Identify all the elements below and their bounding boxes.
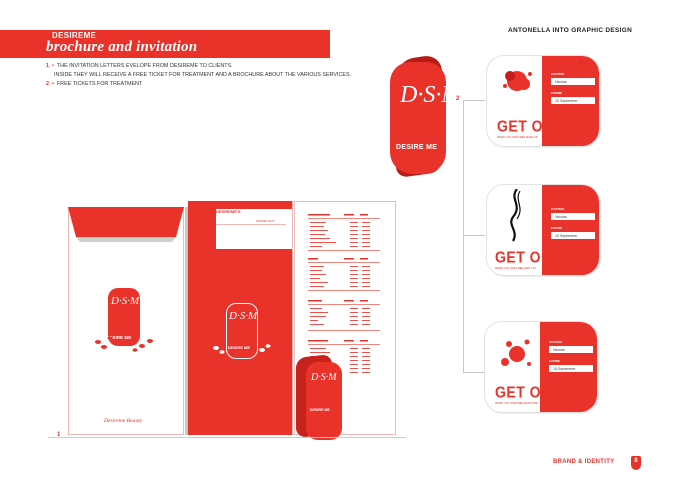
brochure-shadow [185,207,188,435]
card-field-value: Nicolas [551,213,595,220]
section-label: DESIREME [52,31,97,40]
hair-swirl-icon [510,189,521,242]
card-field-label: CUSTOM [551,207,564,211]
envelope-lips-icon [95,336,153,352]
card-field-value: 15 September [551,232,595,239]
list-item: 2•FREE TICKETS FOR TREATMENT [46,81,143,88]
envelope-brand: DESIRE ME [106,335,132,340]
logo-card-brand: DESIRE ME [396,144,438,151]
description-list: 1•THE INVITATION LETTERS EVELOPE FROM DE… [46,62,351,90]
invitation-card: CUSTOM Nicolas EXPIRE 15 September GET O… [486,184,600,276]
card-field-label: EXPIRE [549,359,561,363]
card-field-label: EXPIRE [551,226,563,230]
marker-one: 1 [57,432,61,438]
envelope-monogram: D·S·M [111,295,140,307]
card-field-value: Nicolas [549,346,593,353]
envelope-logo [108,288,140,346]
card-tagline: WHEN YOU ONE FREE MANICURE [495,402,538,405]
baseline-rule [48,437,406,438]
card-field-label: CUSTOM [549,340,562,344]
connector [463,100,485,101]
brochure-monogram: D·S·M [229,310,258,322]
envelope-footer: Desireme Beauty [104,418,143,424]
card-field-label: EXPIRE [551,91,563,95]
list-item: INSIDE THEY WILL RECEIVE A FREE TICKET F… [54,72,352,79]
card-tagline: WHEN YOU ONE FREE MAKE UP [497,136,538,139]
card-field-label: CUSTOM [551,72,564,76]
card-field-value: 15 September [549,365,593,372]
brochure-logo [226,303,258,359]
connector-vertical [463,100,464,372]
connector [463,235,485,236]
mini-card-brand: DESIRE ME [310,408,330,412]
envelope-flap [68,207,184,242]
marker-two: 2 [456,96,460,102]
studio-name: ANTONELLA INTO GRAPHIC DESIGN [508,27,633,34]
card-field-value: 15 September [551,97,595,104]
spread-price-header: GINMET EUT [256,219,275,223]
card-red-panel [542,185,599,275]
page-title: brochure and invitation [46,39,198,55]
connector [463,372,485,373]
list-item: 1•THE INVITATION LETTERS EVELOPE FROM DE… [46,63,233,69]
card-headline: GET ON [497,117,554,135]
card-headline: GET ON [495,383,552,401]
powder-splash-icon [503,71,532,91]
logo-card-front [390,62,446,174]
card-tagline: WHEN YOU ONE FREE HAIR CUT [495,267,537,270]
spread-title: DESIREME'S [216,209,241,214]
nail-polish-drops-icon [501,339,531,366]
logo-card-monogram: D·S·M [400,82,462,108]
price-list [308,214,380,373]
title-bar [0,30,330,58]
brochure-lips-icon [213,344,271,354]
card-headline: GET ON [495,248,552,266]
spread-left-page: DESIREME'S GINMET EUT [216,209,292,249]
invitation-card: CUSTOM Nicolas EXPIRE 15 September GET O… [484,321,598,413]
footer-label: BRAND & IDENTITY [553,459,615,465]
invitation-card: CUSTOM Nicolas EXPIRE 15 September GET O… [486,55,600,147]
brochure-brand: DESIRE ME [228,345,251,350]
page-number: 8 [631,456,641,470]
mini-card-monogram: D·S·M [311,372,337,383]
card-field-value: Nicolas [551,78,595,85]
mini-card-front [306,362,342,440]
